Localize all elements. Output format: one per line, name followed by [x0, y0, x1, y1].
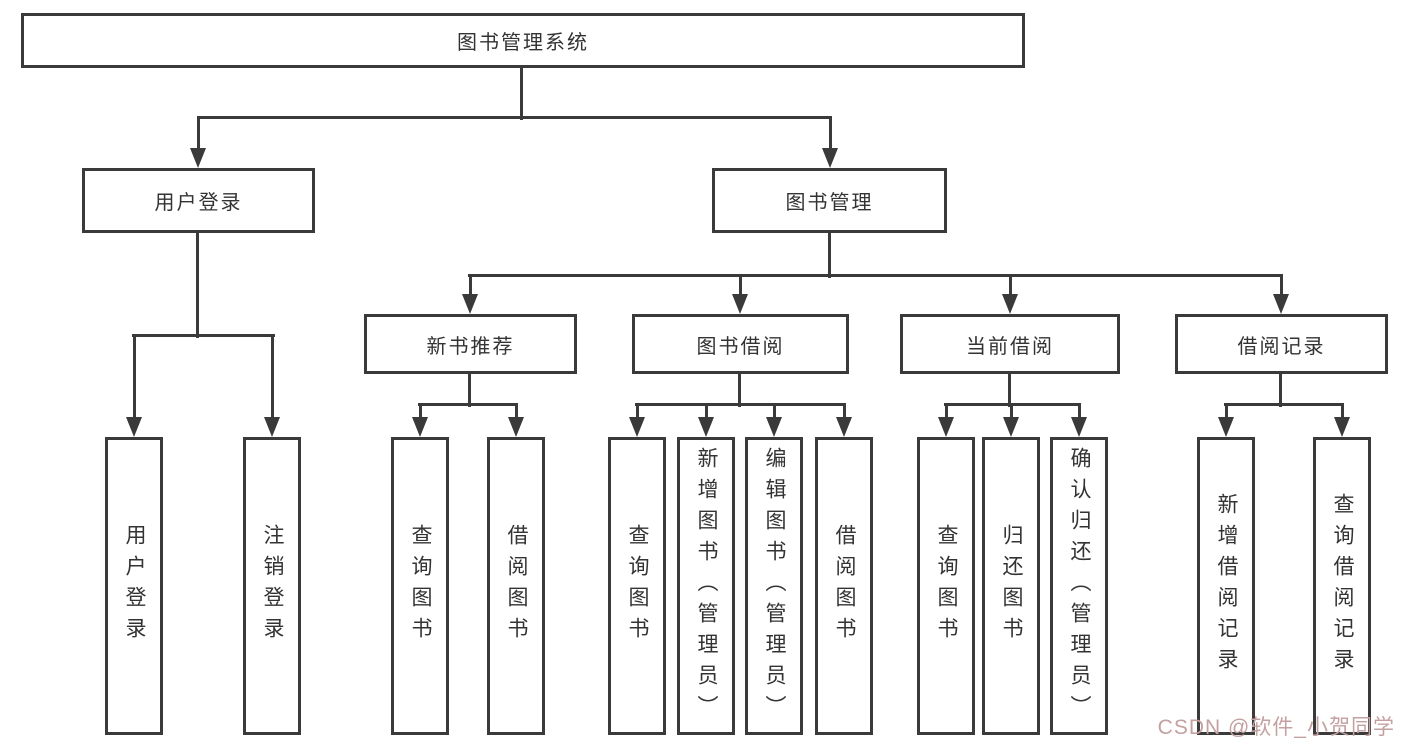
connector-arrow-stem [1010, 405, 1013, 419]
connector-vline [1008, 372, 1011, 407]
leaf-borrow-book-2: 借阅图书 [815, 437, 873, 735]
arrowhead-down-icon [508, 417, 524, 437]
csdn-watermark: CSDN @软件_小贺同学 [1157, 716, 1395, 739]
connector-hline [468, 274, 1283, 277]
connector-arrow-stem [843, 405, 846, 419]
connector-arrow-stem [739, 276, 742, 296]
arrowhead-down-icon [836, 417, 852, 437]
connector-arrow-stem [773, 405, 776, 419]
connector-arrow-stem [1341, 405, 1344, 419]
leaf-user-login: 用户登录 [105, 437, 163, 735]
connector-arrow-stem [271, 335, 274, 419]
arrowhead-down-icon [1071, 417, 1087, 437]
node-root-library-system: 图书管理系统 [21, 13, 1025, 68]
connector-arrow-stem [1280, 276, 1283, 296]
arrowhead-down-icon [1218, 417, 1234, 437]
connector-arrow-stem [1225, 405, 1228, 419]
connector-hline [197, 116, 832, 119]
leaf-query-borrow-record: 查询借阅记录 [1313, 437, 1371, 735]
connector-arrow-stem [469, 276, 472, 296]
connector-vline [468, 372, 471, 407]
leaf-query-book-3: 查询图书 [917, 437, 975, 735]
connector-arrow-stem [829, 118, 832, 150]
arrowhead-down-icon [1003, 417, 1019, 437]
node-book-borrow: 图书借阅 [632, 314, 849, 374]
arrowhead-down-icon [938, 417, 954, 437]
node-book-management-branch: 图书管理 [712, 168, 947, 233]
connector-arrow-stem [945, 405, 948, 419]
leaf-add-borrow-record: 新增借阅记录 [1197, 437, 1255, 735]
arrowhead-down-icon [190, 148, 206, 168]
connector-hline [944, 403, 1081, 406]
connector-vline [1279, 372, 1282, 407]
connector-arrow-stem [197, 118, 200, 150]
connector-arrow-stem [133, 335, 136, 419]
leaf-query-book-1: 查询图书 [391, 437, 449, 735]
connector-vline [520, 66, 523, 120]
node-current-borrow: 当前借阅 [900, 314, 1120, 374]
arrowhead-down-icon [264, 417, 280, 437]
connector-hline [1224, 403, 1344, 406]
connector-hline [132, 334, 275, 337]
arrowhead-down-icon [462, 294, 478, 314]
connector-hline [418, 403, 518, 406]
connector-arrow-stem [419, 405, 422, 419]
connector-arrow-stem [1078, 405, 1081, 419]
arrowhead-down-icon [822, 148, 838, 168]
leaf-add-book-admin: 新增图书（管理员） [677, 437, 735, 735]
leaf-logout: 注销登录 [243, 437, 301, 735]
connector-arrow-stem [1009, 276, 1012, 296]
arrowhead-down-icon [698, 417, 714, 437]
connector-vline [828, 231, 831, 278]
connector-vline [196, 231, 199, 338]
leaf-query-book-2: 查询图书 [608, 437, 666, 735]
arrowhead-down-icon [412, 417, 428, 437]
leaf-edit-book-admin: 编辑图书（管理员） [745, 437, 803, 735]
connector-arrow-stem [636, 405, 639, 419]
arrowhead-down-icon [1334, 417, 1350, 437]
arrowhead-down-icon [126, 417, 142, 437]
connector-arrow-stem [705, 405, 708, 419]
connector-vline [738, 372, 741, 407]
leaf-confirm-return-admin: 确认归还（管理员） [1050, 437, 1108, 735]
connector-arrow-stem [515, 405, 518, 419]
arrowhead-down-icon [1273, 294, 1289, 314]
leaf-return-book: 归还图书 [982, 437, 1040, 735]
arrowhead-down-icon [629, 417, 645, 437]
node-user-login-branch: 用户登录 [82, 168, 315, 233]
arrowhead-down-icon [766, 417, 782, 437]
arrowhead-down-icon [732, 294, 748, 314]
node-new-book-recommend: 新书推荐 [364, 314, 577, 374]
node-borrow-records: 借阅记录 [1175, 314, 1388, 374]
leaf-borrow-book-1: 借阅图书 [487, 437, 545, 735]
arrowhead-down-icon [1002, 294, 1018, 314]
connector-hline [635, 403, 846, 406]
